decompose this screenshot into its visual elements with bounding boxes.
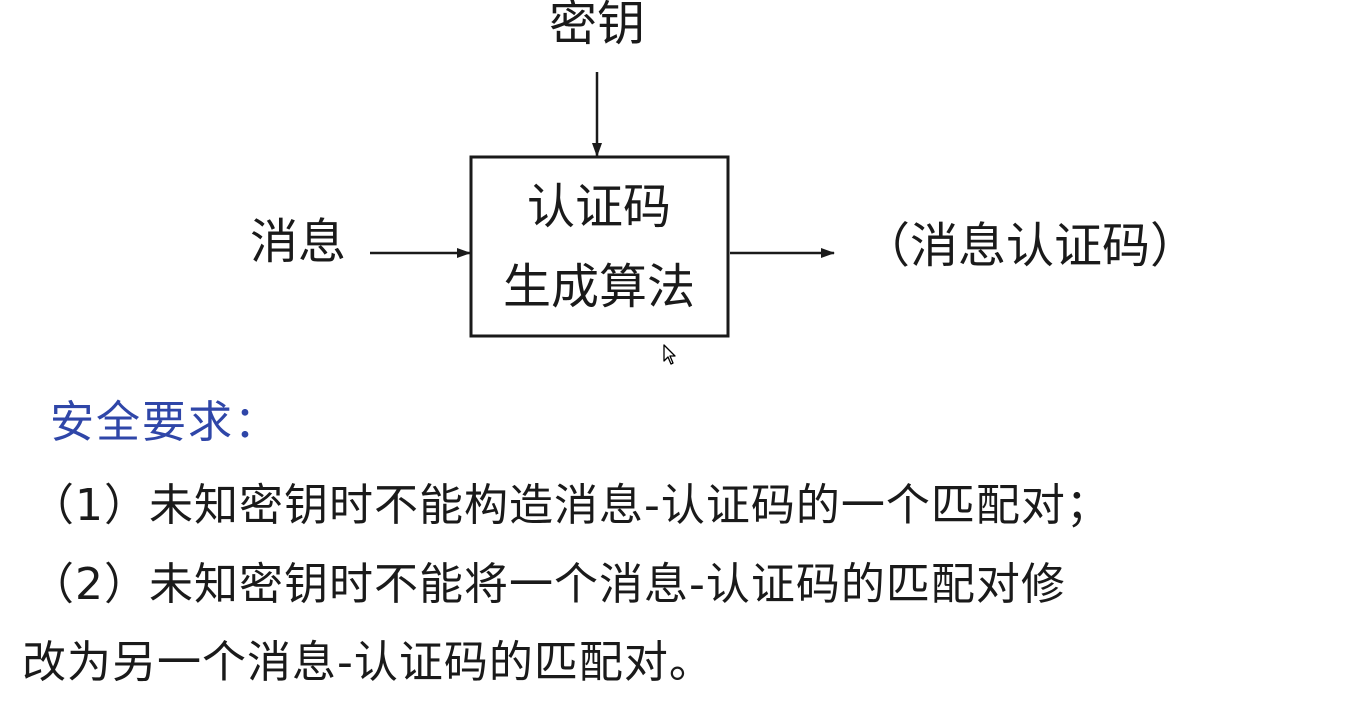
box-label-line2: 生成算法 <box>503 259 695 315</box>
output-label: （消息认证码） <box>862 218 1198 274</box>
key-label: 密钥 <box>549 0 645 52</box>
requirement-2-continued: 改为另一个消息-认证码的匹配对。 <box>22 637 714 688</box>
mouse-pointer-icon <box>663 344 676 365</box>
mac-generation-box <box>469 155 730 338</box>
security-requirements-title: 安全要求： <box>50 397 280 448</box>
box-label-line1: 认证码 <box>527 179 671 235</box>
requirement-2: （2）未知密钥时不能将一个消息-认证码的匹配对修 <box>30 559 1066 610</box>
message-label: 消息 <box>250 214 346 270</box>
requirement-1: （1）未知密钥时不能构造消息-认证码的一个匹配对； <box>30 480 1111 531</box>
